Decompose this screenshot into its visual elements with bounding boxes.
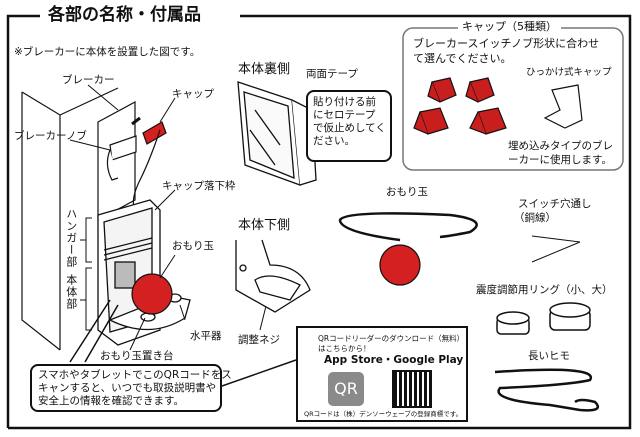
label-rings: 震度調節用リング（小、大） bbox=[476, 284, 613, 296]
label-breaker: ブレーカー bbox=[62, 74, 115, 86]
qr-box-line: QRコードリーダーのダウンロード（無料） bbox=[318, 334, 465, 343]
copper-wire-drawing bbox=[531, 235, 581, 263]
weight-ball-cord bbox=[338, 212, 478, 242]
cap-box-desc: て選んでください。 bbox=[413, 52, 512, 65]
qr-code[interactable] bbox=[392, 370, 432, 408]
label-switch-wire: スイッチ穴通し bbox=[518, 198, 592, 210]
wall-drawing bbox=[21, 87, 119, 351]
bracket-lines bbox=[69, 84, 271, 351]
label-switch-wire-sub: （銅線） bbox=[514, 212, 556, 224]
caps-drawing bbox=[413, 77, 507, 135]
label-hook-cap: ひっかけ式キャップ bbox=[526, 67, 612, 78]
tape-note-bubble: 貼り付ける前 にセロテープ で仮止めしてく ださい。 bbox=[306, 90, 392, 162]
bottom-side-drawing bbox=[235, 239, 311, 313]
qr-trademark-note: QRコードは（株）デンソーウェーブの登録商標です。 bbox=[304, 410, 463, 418]
page-title: 各部の名称・付属品 bbox=[42, 5, 207, 27]
qr-reader-app-icon[interactable]: QR bbox=[328, 372, 364, 406]
back-side-drawing bbox=[237, 81, 317, 186]
label-ball-stand: おもり玉置き台 bbox=[100, 350, 174, 362]
label-long-string: 長いヒモ bbox=[528, 350, 570, 362]
qr-info-bubble: スマホやタブレットでこのQRコードをス キャンすると、いつでも取扱説明書や 安全… bbox=[30, 364, 232, 412]
installation-note: ※ブレーカーに本体を設置した図です。 bbox=[14, 46, 201, 58]
cap-box-title: キャップ（5種類） bbox=[458, 20, 561, 34]
label-weight-ball: おもり玉 bbox=[172, 240, 214, 252]
qr-bubble-line: スマホやタブレットでこのQRコードをス bbox=[38, 369, 232, 381]
tape-note-line: 貼り付ける前 bbox=[313, 96, 376, 108]
label-double-tape: 両面テープ bbox=[306, 68, 358, 80]
label-level: 水平器 bbox=[190, 330, 222, 342]
label-hanger: ハンガー部 bbox=[64, 208, 78, 268]
label-adjust-screw: 調整ネジ bbox=[238, 334, 280, 346]
label-cap: キャップ bbox=[172, 88, 214, 100]
outer-frame bbox=[6, 14, 632, 430]
label-cap-drop-frame: キャップ落下枠 bbox=[162, 180, 236, 192]
store-names[interactable]: App Store・Google Play bbox=[324, 354, 464, 366]
cap-red bbox=[142, 121, 167, 145]
label-body: 本体部 bbox=[64, 274, 78, 310]
breaker-drawing bbox=[97, 100, 167, 222]
label-bottom-side: 本体下側 bbox=[238, 218, 291, 233]
label-breaker-knob: ブレーカーノブ bbox=[14, 130, 87, 142]
label-accessory-ball: おもり玉 bbox=[386, 186, 428, 198]
qr-bubble-line: 安全上の情報を確認できます。 bbox=[38, 395, 184, 408]
device-body-drawing bbox=[97, 199, 191, 346]
qr-bubble-line: キャンすると、いつでも取扱説明書や bbox=[38, 382, 217, 395]
tape-note-line: にセロテープ bbox=[313, 109, 376, 122]
qr-download-box: QRコードリーダーのダウンロード（無料） はこちらから！ App Store・G… bbox=[296, 326, 468, 422]
hook-cap-note: ーカーに使用します。 bbox=[508, 154, 612, 166]
hook-cap-drawing bbox=[543, 84, 583, 129]
label-back-side: 本体裏側 bbox=[238, 62, 291, 77]
weight-ball-accessory bbox=[379, 244, 421, 286]
tape-note-line: ださい。 bbox=[313, 135, 355, 148]
cap-box-desc: ブレーカースイッチノブ形状に合わせ bbox=[413, 37, 600, 50]
qr-box-line: はこちらから！ bbox=[318, 344, 371, 353]
rings-drawing bbox=[496, 302, 591, 335]
long-string-drawing bbox=[494, 368, 600, 412]
hook-cap-note: 埋め込みタイプのブレ bbox=[508, 140, 613, 152]
body-qr-code bbox=[114, 261, 136, 289]
tape-note-line: で仮止めしてく bbox=[313, 122, 386, 135]
weight-ball-installed bbox=[131, 273, 173, 315]
qr-bubble-pointer bbox=[69, 299, 119, 363]
